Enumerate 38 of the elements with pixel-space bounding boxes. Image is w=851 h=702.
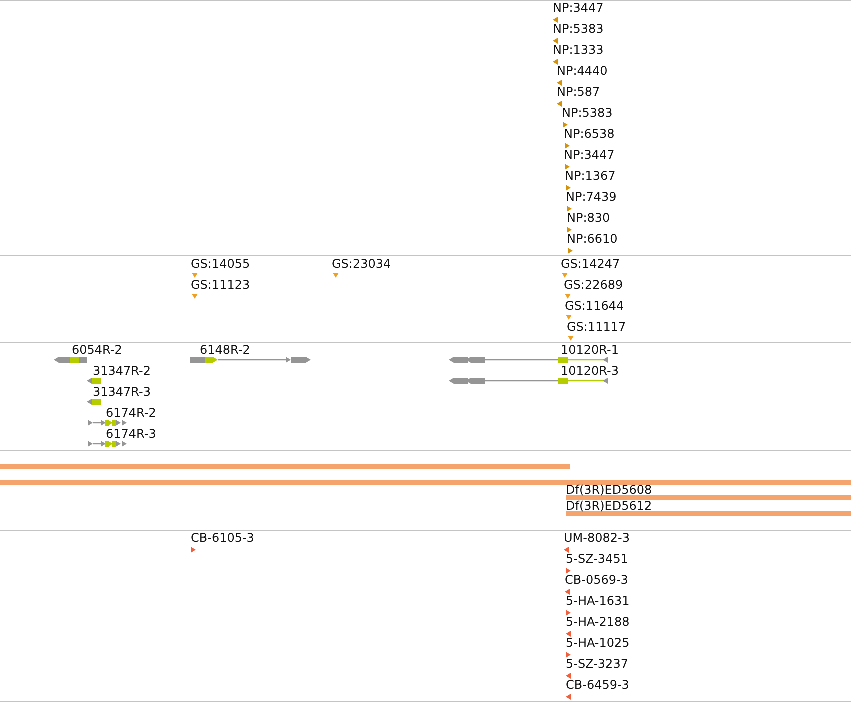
feature-label: GS:11117 (567, 320, 626, 334)
feature-label: 5-SZ-3237 (566, 657, 628, 671)
feature-label: GS:11644 (565, 299, 624, 313)
feature-label: NP:6538 (564, 127, 615, 141)
feature-label: 6054R-2 (72, 343, 122, 357)
feature-label: GS:14055 (191, 257, 250, 271)
feature-label: 5-SZ-3451 (566, 552, 628, 566)
feature-label: 10120R-3 (561, 364, 619, 378)
feature-label: NP:3447 (564, 148, 615, 162)
feature-label: UM-8082-3 (564, 531, 630, 545)
feature-label: GS:22689 (564, 278, 624, 292)
feature-label: CB-0569-3 (565, 573, 628, 587)
feature-label: GS:14247 (561, 257, 620, 271)
feature-label: NP:1367 (565, 169, 616, 183)
feature-label: Df(3R)ED5612 (566, 499, 652, 513)
feature-label: 5-HA-2188 (566, 615, 630, 629)
feature-label: CB-6105-3 (191, 531, 254, 545)
feature-label: GS:11123 (191, 278, 250, 292)
feature-label: 5-HA-1631 (566, 594, 630, 608)
feature-label: NP:3447 (553, 1, 604, 15)
feature-label: NP:587 (557, 85, 600, 99)
feature-label: NP:1333 (553, 43, 604, 57)
feature-label: NP:5383 (562, 106, 613, 120)
feature-label: 6174R-3 (106, 427, 156, 441)
feature-label: 6174R-2 (106, 406, 156, 420)
feature-label: 5-HA-1025 (566, 636, 630, 650)
feature-label: 31347R-3 (93, 385, 151, 399)
feature-label: 6148R-2 (200, 343, 250, 357)
feature-label: GS:23034 (332, 257, 392, 271)
feature-label: NP:6610 (567, 232, 618, 246)
feature-label: 10120R-1 (561, 343, 619, 357)
feature-label: Df(3R)ED5608 (566, 483, 652, 497)
feature-label: CB-6459-3 (566, 678, 630, 692)
feature-label: NP:7439 (566, 190, 617, 204)
feature-label: 31347R-2 (93, 364, 151, 378)
feature-label: NP:4440 (557, 64, 608, 78)
feature-label: NP:5383 (553, 22, 604, 36)
feature-label: NP:830 (567, 211, 610, 225)
